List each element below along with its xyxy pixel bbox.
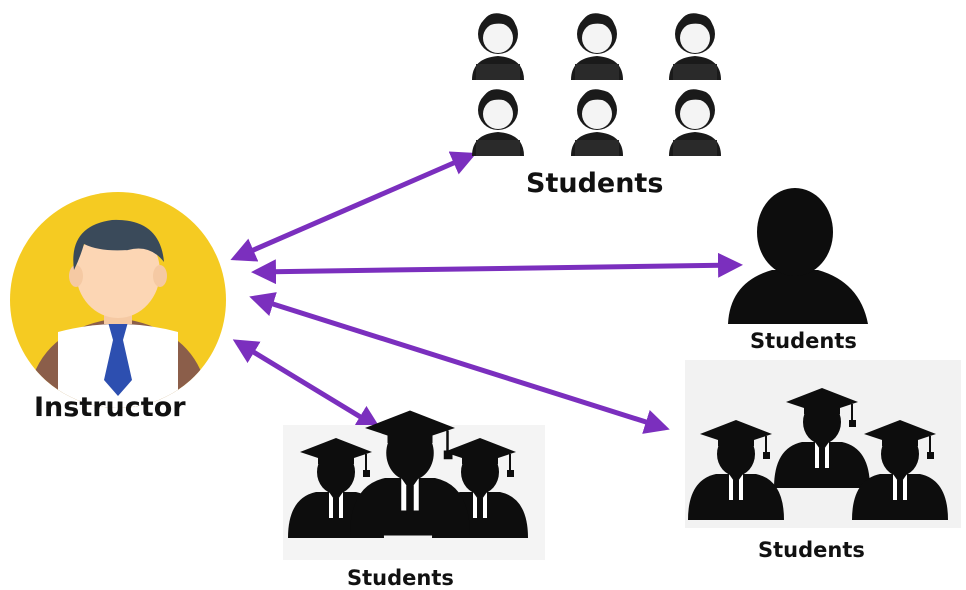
instructor-avatar-icon xyxy=(10,192,226,408)
arrow-instructor-right-student xyxy=(251,252,743,285)
arrow-instructor-top-students xyxy=(230,151,477,262)
instructor-label: Instructor xyxy=(34,392,186,423)
arrows xyxy=(230,151,743,434)
student-cartoon-icon-group xyxy=(472,13,721,156)
arrow-instructor-graduates xyxy=(249,292,670,434)
students-right-label: Students xyxy=(750,329,857,353)
arrow-instructor-bottom-students xyxy=(232,339,382,430)
student-silhouette-icon xyxy=(728,188,868,324)
students-bottom-right-label: Students xyxy=(758,538,865,562)
graduates-icon xyxy=(685,360,961,528)
students-bottom-label: Students xyxy=(347,566,454,590)
students-top-label: Students xyxy=(526,168,664,199)
graduates-silhouette-icon xyxy=(283,409,545,560)
